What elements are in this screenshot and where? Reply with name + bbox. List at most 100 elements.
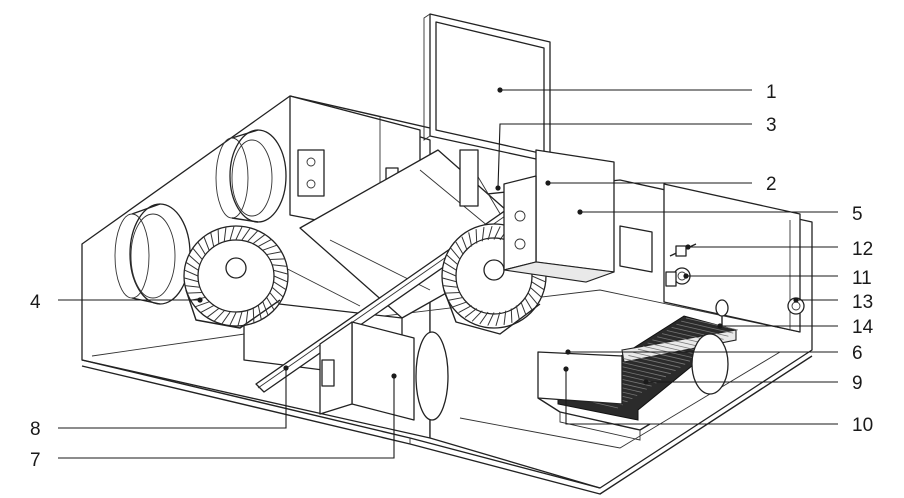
callout-leader-line [58,368,287,429]
blade-line [258,238,272,247]
duct-collar-upper [215,129,287,223]
blade-line [200,305,214,314]
blade-line [217,229,220,244]
callout-number: 7 [30,450,41,471]
callout-dot [197,297,203,303]
blade-line [197,241,206,255]
blade-line [187,292,203,294]
blade-line [188,254,201,266]
blade-line [479,311,489,325]
blade-line [221,311,231,325]
callout-dot [793,297,799,303]
blade-line [272,264,288,267]
blade-line [471,310,483,322]
blade-line [252,234,266,244]
callout-number: 9 [852,373,863,394]
blade-line [442,285,458,288]
blade-line [273,281,287,291]
blade-line [475,229,478,244]
blade-line [455,241,464,255]
blade-line [446,254,459,266]
blade-line [229,312,237,326]
control-box [503,149,615,283]
callout-dot [495,185,501,191]
callout-7: 7 [30,373,397,471]
callout-number: 13 [852,292,873,313]
callout-dot [545,180,551,186]
fitting-12 [669,243,697,257]
blade-line [223,226,227,242]
blade-line [529,286,542,298]
callout-leader-line [497,123,752,189]
blade-line [269,292,280,305]
coil-fin-line [633,351,686,365]
callout-9: 9 [643,373,863,394]
callout-dot [283,365,289,371]
coil-fin-line [676,323,729,337]
coil-fin-line [618,361,671,375]
blade-line [252,308,255,323]
blade-line [271,286,284,298]
blade-line [229,225,235,241]
blade-line [194,301,210,308]
blade-line [458,305,472,314]
fitting-11 [665,267,691,287]
callout-dot [717,323,723,329]
blade-line [237,311,243,327]
blade-line [481,226,485,242]
blade-line [495,311,501,327]
blower-wheel-left [183,225,289,329]
callout-1: 1 [497,82,777,103]
blade-line [510,308,513,323]
end-panel-right [619,183,805,333]
blade-line [262,244,278,251]
callout-number: 11 [852,268,872,289]
callout-number: 5 [852,204,863,225]
blade-line [266,297,275,311]
callout-6: 6 [565,343,863,364]
blade-line [262,301,269,316]
blade-line [448,296,464,301]
blade-line [441,277,457,283]
callout-5: 5 [577,204,863,225]
coil-fin-line [623,358,676,371]
blade-line [183,277,199,283]
blade-line [247,230,259,242]
blade-line [273,269,289,275]
callout-number: 8 [30,419,41,440]
coil-fin-line [685,317,739,331]
blade-line [269,258,285,260]
blade-line [468,232,473,247]
blade-line [184,269,199,277]
blade-line [487,225,493,241]
callout-dot [683,273,689,279]
callout-leader-line [565,369,838,425]
callout-11: 11 [683,268,872,289]
blade-line [235,226,243,240]
blade-line [531,281,545,291]
blade-line [257,305,262,320]
blade-line [527,292,538,305]
blade-line [203,236,210,251]
callout-number: 4 [30,292,41,313]
callout-14: 14 [717,317,874,338]
callout-dot [497,87,503,93]
blade-line [464,308,478,318]
coil-fin-line [681,320,734,334]
callout-dot [577,209,583,215]
coil-fin-line [647,342,700,356]
callout-number: 10 [852,415,873,436]
blade-line [524,297,533,311]
coil-fin-line [637,348,691,362]
callout-number: 6 [852,343,863,364]
callout-number: 1 [766,82,777,103]
access-panel [423,13,551,163]
blade-line [445,292,461,294]
callout-4: 4 [30,292,203,313]
blade-line [493,226,501,240]
blade-line [184,285,200,288]
blade-line [245,310,249,326]
callout-3: 3 [495,115,777,191]
blade-line [241,227,251,241]
